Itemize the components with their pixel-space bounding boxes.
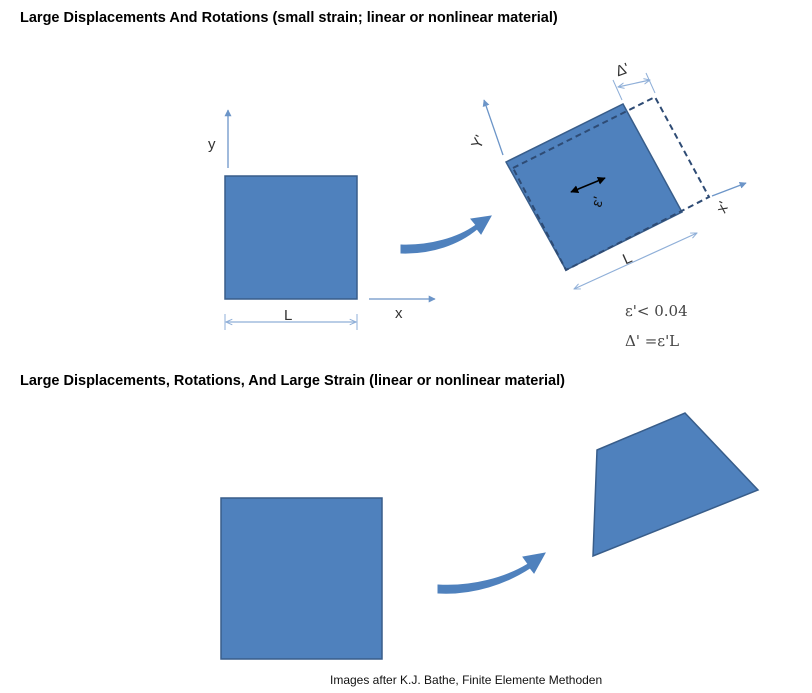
y-axis-label: y <box>208 136 216 153</box>
original-square-large-strain <box>220 497 383 660</box>
y-prime-axis-label: Y' <box>468 132 489 151</box>
original-square <box>224 175 358 300</box>
distorted-shape <box>592 412 760 558</box>
rotated-square <box>504 103 684 271</box>
length-label: L <box>284 307 292 324</box>
y-prime-axis-arrow <box>482 99 504 156</box>
delta-label: Δ' <box>613 60 631 80</box>
delta-tick-left <box>612 79 623 101</box>
stretched-outline-dashed <box>511 95 711 272</box>
strain-condition: ε'< 0.04 <box>625 302 688 320</box>
section-title-large-strain: Large Displacements, Rotations, And Larg… <box>20 373 565 389</box>
transformation-arrow-2 <box>437 552 546 594</box>
x-axis-label: x <box>395 305 403 322</box>
strain-double-arrow <box>570 177 606 193</box>
rotated-length-dimension-line <box>574 232 697 290</box>
image-caption: Images after K.J. Bathe, Finite Elemente… <box>330 673 603 687</box>
delta-condition: Δ' =ε'L <box>625 332 679 350</box>
x-prime-axis-arrow <box>711 181 747 197</box>
section-title-small-strain: Large Displacements And Rotations (small… <box>20 10 558 26</box>
rotated-length-label: L <box>620 249 635 268</box>
x-prime-axis-label: x' <box>713 199 733 216</box>
transformation-arrow-1 <box>400 215 492 254</box>
delta-dimension-line <box>618 80 650 87</box>
delta-tick-right <box>645 72 656 94</box>
